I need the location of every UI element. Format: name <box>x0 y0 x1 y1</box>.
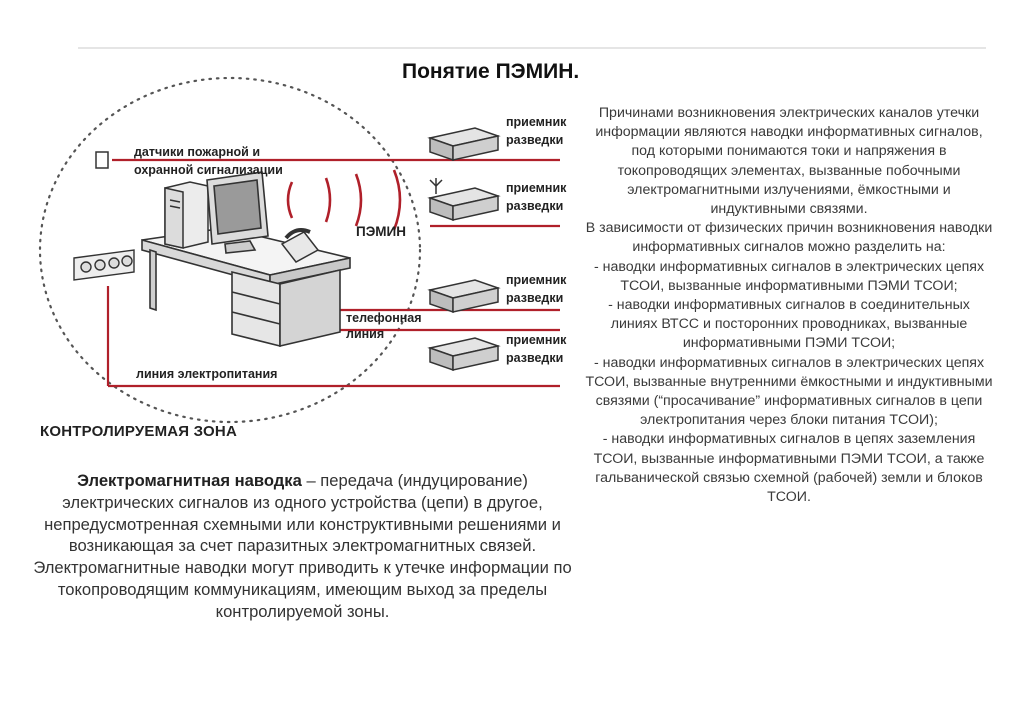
radiation-waves <box>288 170 400 230</box>
receiver-1-label-2: разведки <box>506 133 563 147</box>
receivers <box>430 128 498 370</box>
phone-line-label-1: телефонная <box>346 311 422 325</box>
definition-term: Электромагнитная наводка <box>77 471 302 490</box>
definition-block: Электромагнитная наводка – передача (инд… <box>30 470 575 623</box>
sensors-label-2: охранной сигнализации <box>134 163 283 177</box>
sensor-icon <box>96 152 108 168</box>
right-item-2: - наводки информативных сигналов в соеди… <box>584 296 994 354</box>
definition-text-2: Электромагнитные наводки могут приводить… <box>30 557 575 622</box>
right-text: Причинами возникновения электрических ка… <box>584 104 994 507</box>
right-item-4: - наводки информативных сигналов в цепях… <box>584 430 994 507</box>
right-paragraph-2: В зависимости от физических причин возни… <box>584 219 994 257</box>
receiver-device-3 <box>430 280 498 312</box>
receiver-2-label-1: приемник <box>506 181 567 195</box>
right-paragraph-1: Причинами возникновения электрических ка… <box>584 104 994 219</box>
right-item-3: - наводки информативных сигналов в элект… <box>584 354 994 431</box>
receiver-device-1 <box>430 128 498 160</box>
receiver-3-label-1: приемник <box>506 273 567 287</box>
receiver-device-4 <box>430 338 498 370</box>
pc-tower <box>165 182 208 248</box>
power-outlet <box>74 250 134 280</box>
receiver-3-label-2: разведки <box>506 291 563 305</box>
sensors-label-1: датчики пожарной и <box>134 145 260 159</box>
receiver-1-label-1: приемник <box>506 115 567 129</box>
receiver-4-label-2: разведки <box>506 351 563 365</box>
controlled-zone-label: КОНТРОЛИРУЕМАЯ ЗОНА <box>40 423 237 440</box>
receiver-4-label-1: приемник <box>506 333 567 347</box>
right-item-1: - наводки информативных сигналов в элект… <box>584 258 994 296</box>
phone-line-label-2: линия <box>346 327 384 341</box>
receiver-2-label-2: разведки <box>506 199 563 213</box>
receiver-device-2 <box>430 178 498 220</box>
pemin-label: ПЭМИН <box>356 224 406 239</box>
power-line-label: линия электропитания <box>136 367 277 381</box>
